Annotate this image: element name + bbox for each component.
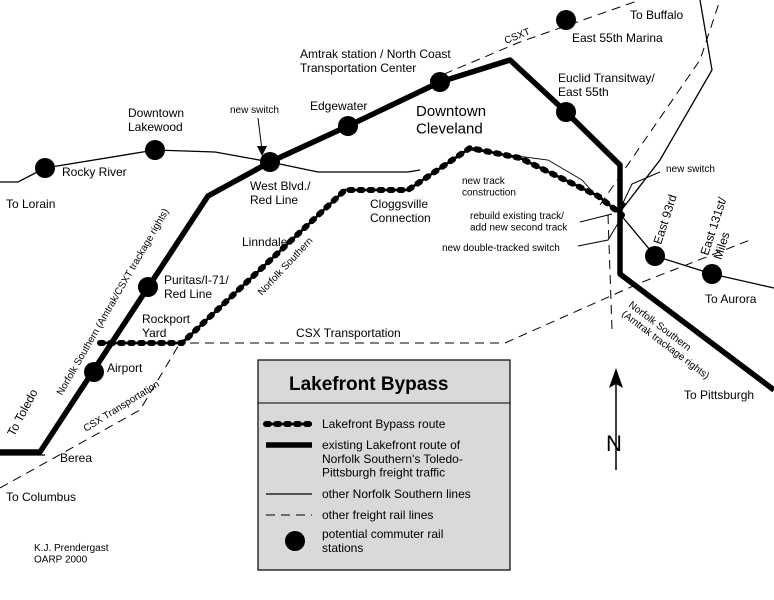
label-to-buffalo: To Buffalo xyxy=(630,8,683,22)
legend-item-other-ns: other Norfolk Southern lines xyxy=(322,487,471,501)
ns-line-aurora xyxy=(619,213,774,289)
note-new-switch-east: new switch xyxy=(666,164,715,175)
station-east-131st xyxy=(702,264,722,284)
station-amtrak xyxy=(430,72,450,92)
label-to-toledo: To Toledo xyxy=(4,386,41,438)
bypass-route xyxy=(97,144,625,346)
freight-line-south xyxy=(607,214,613,331)
csxt-line-north xyxy=(429,0,641,81)
station-west-blvd xyxy=(260,152,280,172)
note-new-switch-west: new switch xyxy=(230,105,279,116)
csx-line-horizontal xyxy=(100,239,751,344)
label-linndale: Linndale xyxy=(242,235,288,249)
label-airport: Airport xyxy=(107,361,143,375)
north-arrow: N xyxy=(606,368,623,470)
leader-arrows xyxy=(257,117,661,247)
arrowhead-east-switch xyxy=(619,200,627,210)
label-east-93rd: East 93rd xyxy=(651,193,680,246)
freight-line-east xyxy=(599,0,721,206)
label-rocky-river: Rocky River xyxy=(62,165,127,179)
label-to-aurora: To Aurora xyxy=(705,292,757,306)
bypass-route-ticks xyxy=(97,144,625,346)
legend-title: Lakefront Bypass xyxy=(289,374,448,395)
csx-line-diagonal xyxy=(0,342,181,489)
ns-line-lorain xyxy=(0,149,421,183)
label-csx-diagonal: CSX Transportation xyxy=(82,379,162,435)
freight-lines xyxy=(0,0,751,489)
new-track-line xyxy=(469,149,601,201)
north-arrow-icon xyxy=(609,368,623,388)
label-to-lorain: To Lorain xyxy=(6,197,55,211)
label-csxt: CSXT xyxy=(503,27,532,47)
station-rocky-river xyxy=(35,158,55,178)
stations xyxy=(35,10,722,382)
station-euclid xyxy=(556,102,576,122)
label-east-131st: East 131st/Miles xyxy=(698,195,743,261)
arrow-double-switch xyxy=(577,219,621,247)
station-east-93rd xyxy=(645,246,665,266)
legend-symbol-dot xyxy=(285,531,305,551)
station-puritas xyxy=(138,277,158,297)
label-to-columbus: To Columbus xyxy=(6,490,76,504)
note-rebuild-track: rebuild existing track/add new second tr… xyxy=(470,211,568,234)
arrowhead-west-switch xyxy=(257,146,267,156)
ns-thin-lines xyxy=(0,0,774,456)
arrow-heads xyxy=(257,146,627,210)
arrow-new-switch-west xyxy=(257,117,263,151)
label-puritas: Puritas/I-71/Red Line xyxy=(164,273,229,301)
north-label: N xyxy=(606,431,622,456)
station-east-55th-marina xyxy=(556,10,576,30)
legend-item-freight: other freight rail lines xyxy=(322,508,433,522)
label-east-55th-marina: East 55th Marina xyxy=(572,31,663,45)
arrow-rebuild xyxy=(579,213,613,223)
label-west-blvd: West Blvd./Red Line xyxy=(250,179,311,207)
station-edgewater xyxy=(338,116,358,136)
legend-item-bypass: Lakefront Bypass route xyxy=(322,417,446,431)
station-downtown-lakewood xyxy=(145,140,165,160)
arrow-new-switch-east xyxy=(621,171,661,206)
ns-line-buffalo xyxy=(619,0,713,213)
note-double-switch: new double-tracked switch xyxy=(442,243,560,254)
label-berea: Berea xyxy=(60,451,92,465)
label-euclid: Euclid Transitway/East 55th xyxy=(558,71,655,99)
label-csx-horizontal: CSX Transportation xyxy=(296,326,401,340)
label-edgewater: Edgewater xyxy=(310,99,367,113)
legend: Lakefront Bypass Lakefront Bypass route … xyxy=(257,359,511,571)
label-to-pittsburgh: To Pittsburgh xyxy=(684,388,754,402)
station-airport xyxy=(84,362,104,382)
